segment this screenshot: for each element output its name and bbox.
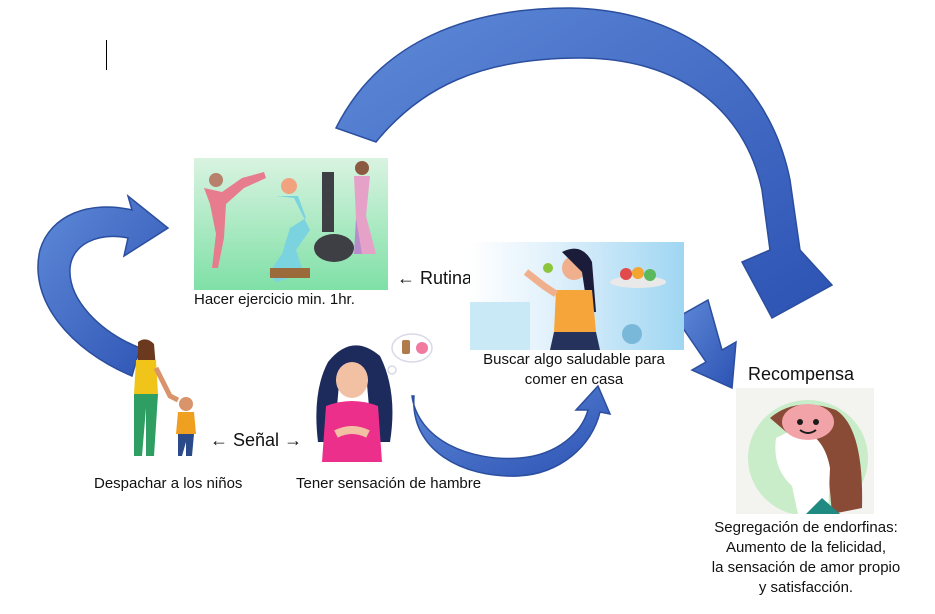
healthy-label-line-2: comer en casa [524,371,624,388]
left-arrow-icon: ← [397,268,415,288]
reward-desc-line-1: Segregación de endorfinas: [714,519,898,536]
reward-title: Recompensa [748,364,855,384]
kids-label: Despachar a los niños [94,475,243,492]
arrow-healthy-to-reward [674,298,737,390]
reward-desc-line-3: la sensación de amor propio [711,559,901,576]
arrow-hunger-to-healthy [411,384,612,477]
arrow-exercise-to-reward [334,7,834,320]
mother-with-child-illustration [108,338,218,460]
hungry-woman-illustration [312,332,462,462]
signal-label: Señal [233,430,280,450]
right-arrow-icon: → [284,430,303,450]
healthy-label-line-1: Buscar algo saludable para [483,351,665,368]
hunger-label: Tener sensación de hambre [296,475,482,492]
exercise-label: Hacer ejercicio min. 1hr. [194,291,355,308]
reward-desc-line-2: Aumento de la felicidad, [725,539,887,556]
exercise-illustration [194,158,388,290]
arrow-kids-to-exercise [37,193,170,378]
reward-description: Segregación de endorfinas: Aumento de la… [696,518,916,598]
healthy-label: Buscar algo saludable para comer en casa [462,350,686,390]
healthy-eating-illustration [470,242,684,350]
routine-label: Rutina [420,268,473,288]
reward-desc-line-4: y satisfacción. [758,579,854,596]
left-arrow-icon: ← [210,430,228,450]
text-cursor [106,40,107,70]
reward-brain-illustration [736,388,874,514]
signal-connector: ← Señal → [210,430,302,450]
